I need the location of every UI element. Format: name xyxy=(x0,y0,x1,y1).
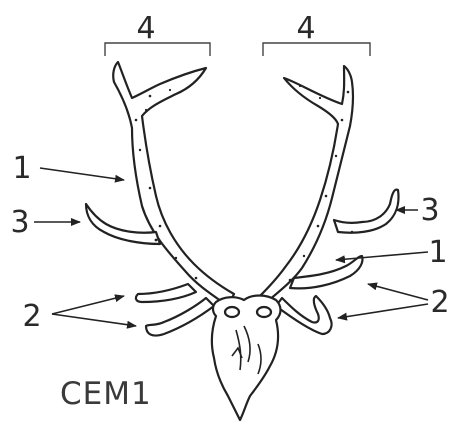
right-antler xyxy=(254,66,399,334)
label-top-right: 4 xyxy=(296,11,315,46)
left-antler xyxy=(86,62,234,336)
pointer-left-2-lower xyxy=(52,314,136,326)
pointer-right-2-upper xyxy=(368,284,428,300)
skull xyxy=(212,296,281,421)
label-left-2: 2 xyxy=(22,299,41,334)
label-right-3: 3 xyxy=(420,193,439,228)
left-crown-bracket xyxy=(105,43,210,56)
pointer-right-2-lower xyxy=(338,304,428,318)
label-left-3: 3 xyxy=(10,205,29,240)
label-top-left: 4 xyxy=(136,11,155,46)
pointer-left-1 xyxy=(40,168,124,180)
label-left-1: 1 xyxy=(12,151,31,186)
right-crown-bracket xyxy=(263,43,370,56)
label-right-2: 2 xyxy=(430,285,449,320)
pointer-left-2-upper xyxy=(52,296,124,314)
figure-caption: CEM1 xyxy=(60,376,152,412)
pointer-right-1 xyxy=(336,252,428,260)
label-right-1: 1 xyxy=(428,235,447,270)
